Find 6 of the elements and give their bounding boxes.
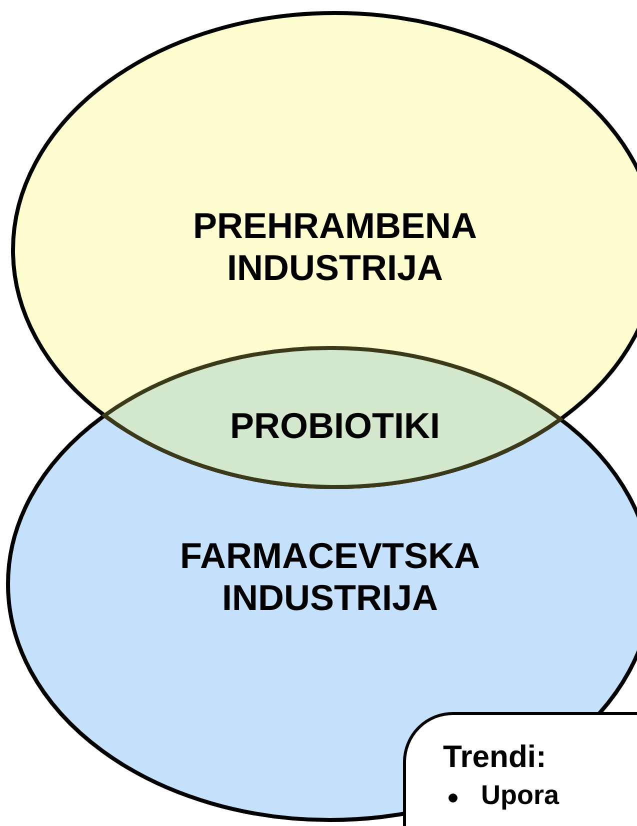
- ellipse-label: FARMACEVTSKA INDUSTRIJA: [178, 535, 481, 619]
- text-card: [403, 712, 637, 826]
- overlap-label: PROBIOTIKI: [228, 405, 441, 447]
- bullet-item: Upora: [481, 779, 560, 811]
- card-heading: Trendi:: [443, 739, 546, 775]
- ellipse-label: PREHRAMBENA INDUSTRIJA: [192, 205, 478, 289]
